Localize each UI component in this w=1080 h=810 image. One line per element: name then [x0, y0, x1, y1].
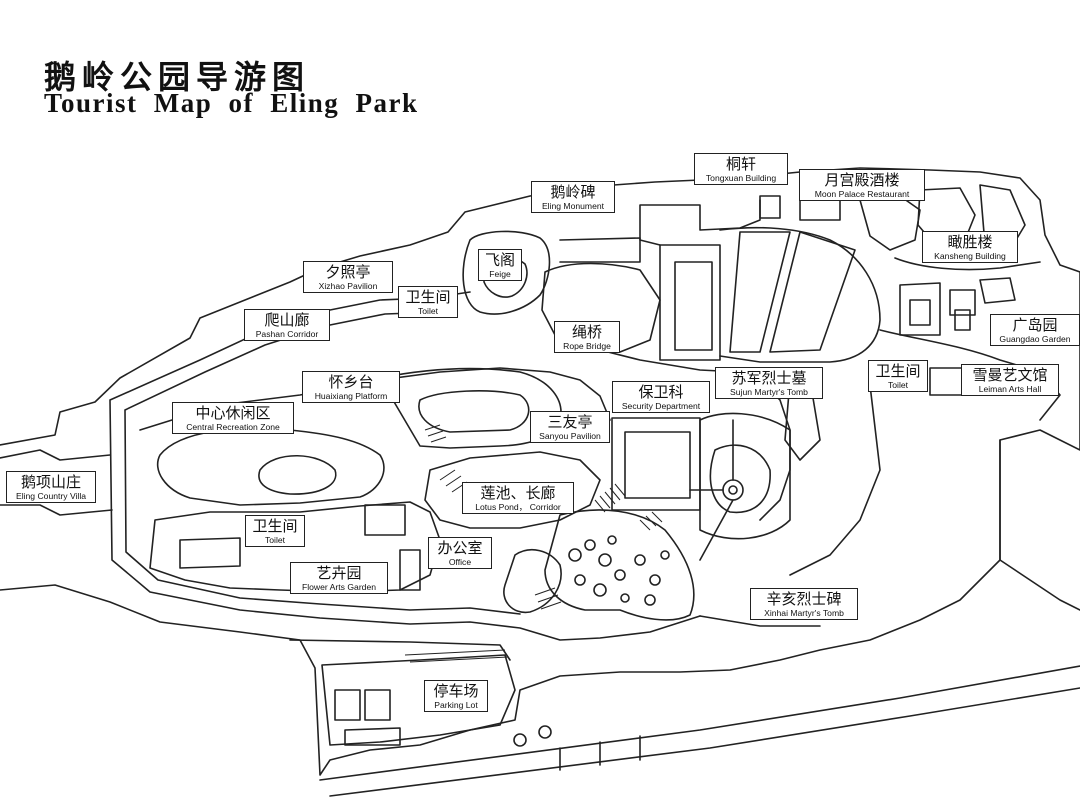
- place-name-en: Toilet: [264, 535, 286, 545]
- place-name-zh: 辛亥烈士碑: [766, 590, 842, 608]
- place-name-en: Feige: [489, 269, 511, 279]
- place-name-en: Eling Monument: [541, 201, 605, 211]
- place-name-zh: 停车场: [433, 682, 479, 700]
- label-tongxuan[interactable]: 桐轩 Tongxuan Building: [694, 153, 788, 185]
- place-name-en: Parking Lot: [434, 700, 478, 710]
- place-name-en: Sanyou Pavilion: [539, 431, 601, 441]
- street: [319, 665, 1080, 781]
- place-name-zh: 保卫科: [638, 383, 684, 401]
- place-name-en: Xinhai Martyr's Tomb: [764, 608, 844, 618]
- place-name-en: Guangdao Garden: [999, 334, 1071, 344]
- place-name-en: Tongxuan Building: [705, 173, 777, 183]
- place-name-zh: 桐轩: [725, 155, 756, 173]
- place-name-en: Moon Palace Restaurant: [814, 189, 910, 199]
- label-guangdao[interactable]: 广岛园 Guangdao Garden: [990, 314, 1080, 346]
- place-name-zh: 鹅项山庄: [20, 473, 81, 491]
- label-rope-bridge[interactable]: 绳桥 Rope Bridge: [554, 321, 620, 353]
- place-name-en: Pashan Corridor: [255, 329, 319, 339]
- place-name-zh: 怀乡台: [328, 373, 374, 391]
- place-name-zh: 广岛园: [1012, 316, 1058, 334]
- place-name-zh: 卫生间: [875, 362, 921, 380]
- place-name-zh: 办公室: [437, 539, 483, 557]
- label-toilet-2[interactable]: 卫生间 Toilet: [868, 360, 928, 392]
- place-name-zh: 中心休闲区: [195, 404, 271, 422]
- place-name-zh: 爬山廊: [264, 311, 310, 329]
- place-name-zh: 瞰胜楼: [947, 233, 993, 251]
- map-title-english: Tourist Map of Eling Park: [44, 88, 419, 118]
- label-eling-monument[interactable]: 鹅岭碑 Eling Monument: [531, 181, 615, 213]
- place-name-en: Eling Country Villa: [15, 491, 87, 501]
- label-leiman[interactable]: 雪曼艺文馆 Leiman Arts Hall: [961, 364, 1059, 396]
- label-moon-palace[interactable]: 月宫殿酒楼 Moon Palace Restaurant: [799, 169, 925, 201]
- label-huaixiang[interactable]: 怀乡台 Huaixiang Platform: [302, 371, 400, 403]
- label-central-rec[interactable]: 中心休闲区 Central Recreation Zone: [172, 402, 294, 434]
- place-name-zh: 飞阁: [484, 251, 515, 269]
- label-pashan[interactable]: 爬山廊 Pashan Corridor: [244, 309, 330, 341]
- place-name-en: Sujun Martyr's Tomb: [730, 387, 808, 397]
- place-name-zh: 雪曼艺文馆: [972, 366, 1048, 384]
- place-name-en: Office: [448, 557, 472, 567]
- place-name-en: Xizhao Pavilion: [318, 281, 378, 291]
- label-sanyou[interactable]: 三友亭 Sanyou Pavilion: [530, 411, 610, 443]
- label-toilet-3[interactable]: 卫生间 Toilet: [245, 515, 305, 547]
- label-xizhao[interactable]: 夕照亭 Xizhao Pavilion: [303, 261, 393, 293]
- map-title-chinese: 鹅岭公园导游图: [44, 58, 311, 96]
- label-flower-arts[interactable]: 艺卉园 Flower Arts Garden: [290, 562, 388, 594]
- label-security[interactable]: 保卫科 Security Department: [612, 381, 710, 413]
- place-name-en: Flower Arts Garden: [301, 582, 377, 592]
- place-name-en: Huaixiang Platform: [314, 391, 388, 401]
- label-toilet-1[interactable]: 卫生间 Toilet: [398, 286, 458, 318]
- label-office[interactable]: 办公室 Office: [428, 537, 492, 569]
- label-sujun[interactable]: 苏军烈士墓 Sujun Martyr's Tomb: [715, 367, 823, 399]
- place-name-zh: 苏军烈士墓: [731, 369, 807, 387]
- place-name-zh: 莲池、长廊: [480, 484, 556, 502]
- label-lotus[interactable]: 莲池、长廊 Lotus Pond， Corridor: [462, 482, 574, 514]
- place-name-zh: 卫生间: [252, 517, 298, 535]
- label-feige[interactable]: 飞阁 Feige: [478, 249, 522, 281]
- place-name-en: Leiman Arts Hall: [978, 384, 1042, 394]
- label-kansheng[interactable]: 瞰胜楼 Kansheng Building: [922, 231, 1018, 263]
- place-name-en: Lotus Pond， Corridor: [475, 502, 561, 512]
- place-name-en: Kansheng Building: [934, 251, 1006, 261]
- park-boundary: [0, 167, 1080, 776]
- place-name-zh: 月宫殿酒楼: [824, 171, 900, 189]
- place-name-zh: 绳桥: [571, 323, 602, 341]
- place-name-en: Rope Bridge: [563, 341, 611, 351]
- place-name-en: Central Recreation Zone: [186, 422, 280, 432]
- place-name-zh: 卫生间: [405, 288, 451, 306]
- place-name-en: Toilet: [417, 306, 439, 316]
- place-name-en: Toilet: [887, 380, 909, 390]
- label-xinhai[interactable]: 辛亥烈士碑 Xinhai Martyr's Tomb: [750, 588, 858, 620]
- place-name-zh: 三友亭: [547, 413, 593, 431]
- place-name-zh: 夕照亭: [325, 263, 371, 281]
- label-parking[interactable]: 停车场 Parking Lot: [424, 680, 488, 712]
- place-name-zh: 艺卉园: [316, 564, 362, 582]
- place-name-zh: 鹅岭碑: [550, 183, 596, 201]
- label-eling-villa[interactable]: 鹅项山庄 Eling Country Villa: [6, 471, 96, 503]
- place-name-en: Security Department: [621, 401, 701, 411]
